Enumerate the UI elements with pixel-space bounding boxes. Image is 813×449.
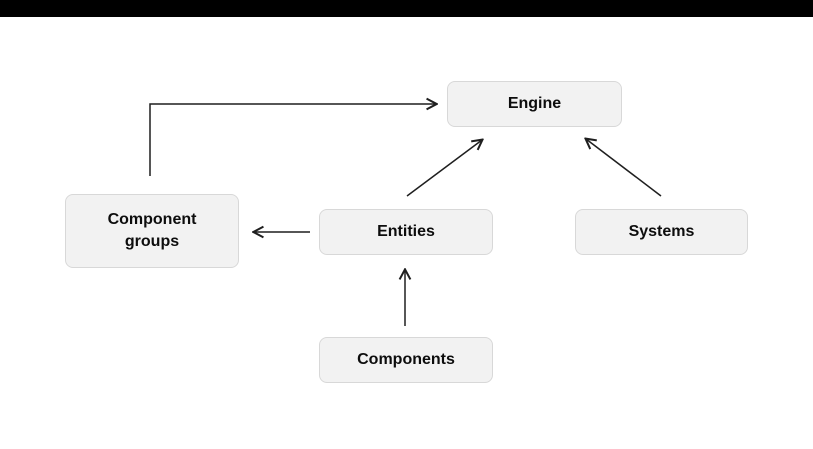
node-systems-label: Systems <box>628 223 695 240</box>
node-component-groups-label: Component groups <box>107 211 197 250</box>
node-entities-label: Entities <box>377 223 435 240</box>
node-component-groups[interactable]: Component groups <box>65 194 239 268</box>
node-systems[interactable]: Systems <box>575 209 748 255</box>
edge-component-groups-to-engine-arrow <box>149 104 436 176</box>
node-engine[interactable]: Engine <box>447 81 622 127</box>
node-components[interactable]: Components <box>319 337 493 383</box>
edge-entities-to-engine-arrow <box>406 140 482 197</box>
edge-systems-to-engine-arrow <box>586 139 662 197</box>
node-entities[interactable]: Entities <box>319 209 493 255</box>
node-components-label: Components <box>357 351 455 368</box>
node-engine-label: Engine <box>507 95 562 112</box>
top-black-bar <box>0 0 813 17</box>
